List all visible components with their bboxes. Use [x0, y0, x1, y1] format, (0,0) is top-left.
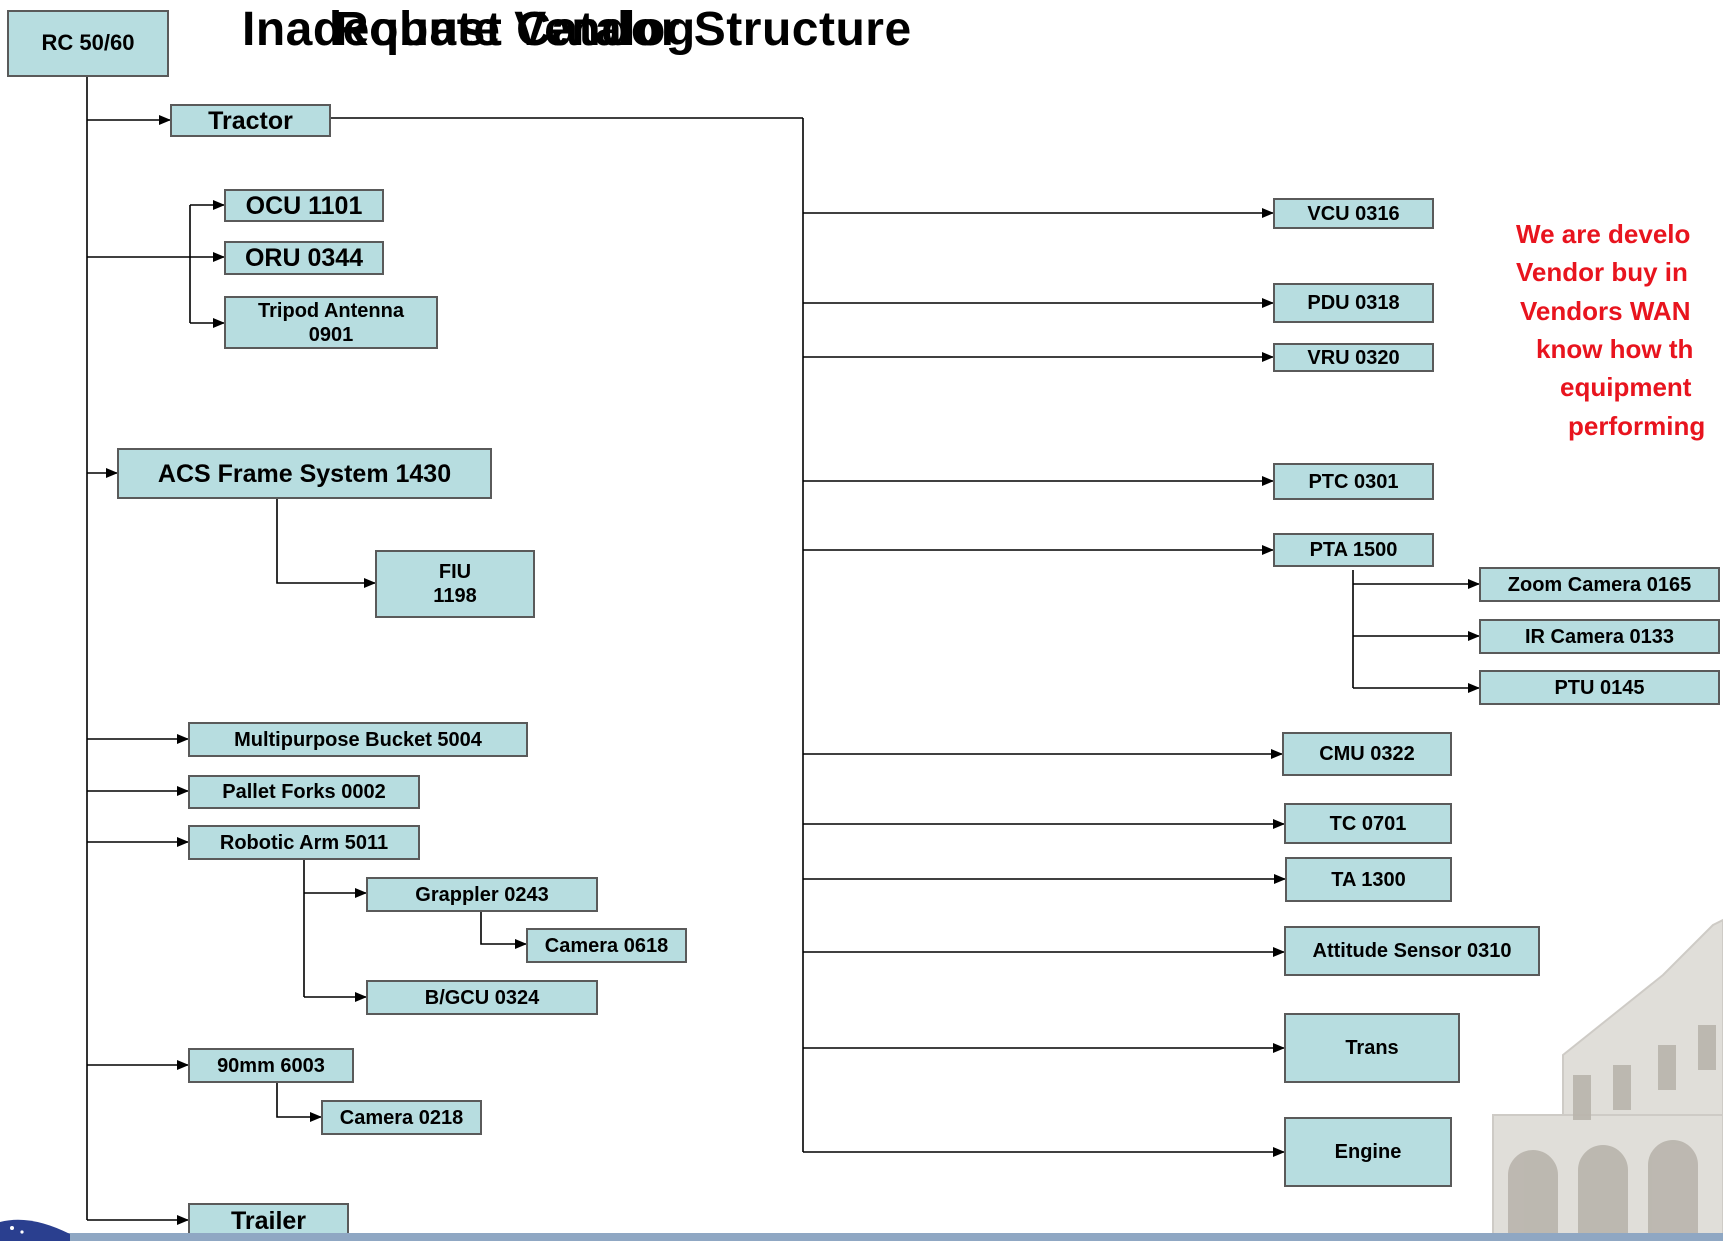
- logo-icon: [0, 1219, 70, 1241]
- node-attitude-sensor: Attitude Sensor 0310: [1284, 926, 1540, 976]
- node-camera-0218: Camera 0218: [321, 1100, 482, 1135]
- node-vru-0320: VRU 0320: [1273, 343, 1434, 372]
- node-engine: Engine: [1284, 1117, 1452, 1187]
- node-robotic-arm: Robotic Arm 5011: [188, 825, 420, 860]
- note-line-6: performing: [1568, 411, 1706, 441]
- node-tripod-antenna: Tripod Antenna 0901: [224, 296, 438, 349]
- node-acs-frame-system: ACS Frame System 1430: [117, 448, 492, 499]
- node-ta-1300: TA 1300: [1285, 857, 1452, 902]
- title-overlay-b: Robust Catalog: [334, 3, 696, 56]
- note-line-5: equipment: [1560, 372, 1692, 402]
- node-ocu-1101: OCU 1101: [224, 189, 384, 222]
- footer-bar: [0, 1233, 1723, 1241]
- title-overlay-a: Inadequate Vendor Structure: [242, 3, 912, 56]
- node-ptu-0145: PTU 0145: [1479, 670, 1720, 705]
- node-trans: Trans: [1284, 1013, 1460, 1083]
- node-multipurpose-bucket: Multipurpose Bucket 5004: [188, 722, 528, 757]
- node-cmu-0322: CMU 0322: [1282, 732, 1452, 776]
- node-rc-50-60: RC 50/60: [7, 10, 169, 77]
- fiu-label-line1: FIU: [438, 561, 472, 583]
- node-ir-camera: IR Camera 0133: [1479, 619, 1720, 654]
- node-tractor: Tractor: [170, 104, 331, 137]
- note-line-1: We are develo: [1516, 219, 1691, 249]
- tripod-label-line1: Tripod Antenna: [258, 299, 404, 322]
- node-pta-1500: PTA 1500: [1273, 533, 1434, 567]
- fiu-label-line2: 1198: [433, 585, 477, 607]
- node-bgcu-0324: B/GCU 0324: [366, 980, 598, 1015]
- node-90mm-6003: 90mm 6003: [188, 1048, 354, 1083]
- node-oru-0344: ORU 0344: [224, 241, 384, 275]
- node-vcu-0316: VCU 0316: [1273, 198, 1434, 229]
- node-pallet-forks: Pallet Forks 0002: [188, 775, 420, 809]
- note-line-3: Vendors WAN: [1520, 296, 1691, 326]
- background-building-image: [1492, 918, 1723, 1235]
- tripod-label-line2: 0901: [308, 323, 354, 346]
- node-ptc-0301: PTC 0301: [1273, 463, 1434, 500]
- node-grappler: Grappler 0243: [366, 877, 598, 912]
- note-line-4: know how th: [1536, 334, 1694, 364]
- node-zoom-camera: Zoom Camera 0165: [1479, 567, 1720, 602]
- note-line-2: Vendor buy in: [1516, 257, 1688, 287]
- node-camera-0618: Camera 0618: [526, 928, 687, 963]
- node-tc-0701: TC 0701: [1284, 803, 1452, 844]
- node-fiu-1198: FIU 1198: [375, 550, 535, 618]
- node-pdu-0318: PDU 0318: [1273, 283, 1434, 323]
